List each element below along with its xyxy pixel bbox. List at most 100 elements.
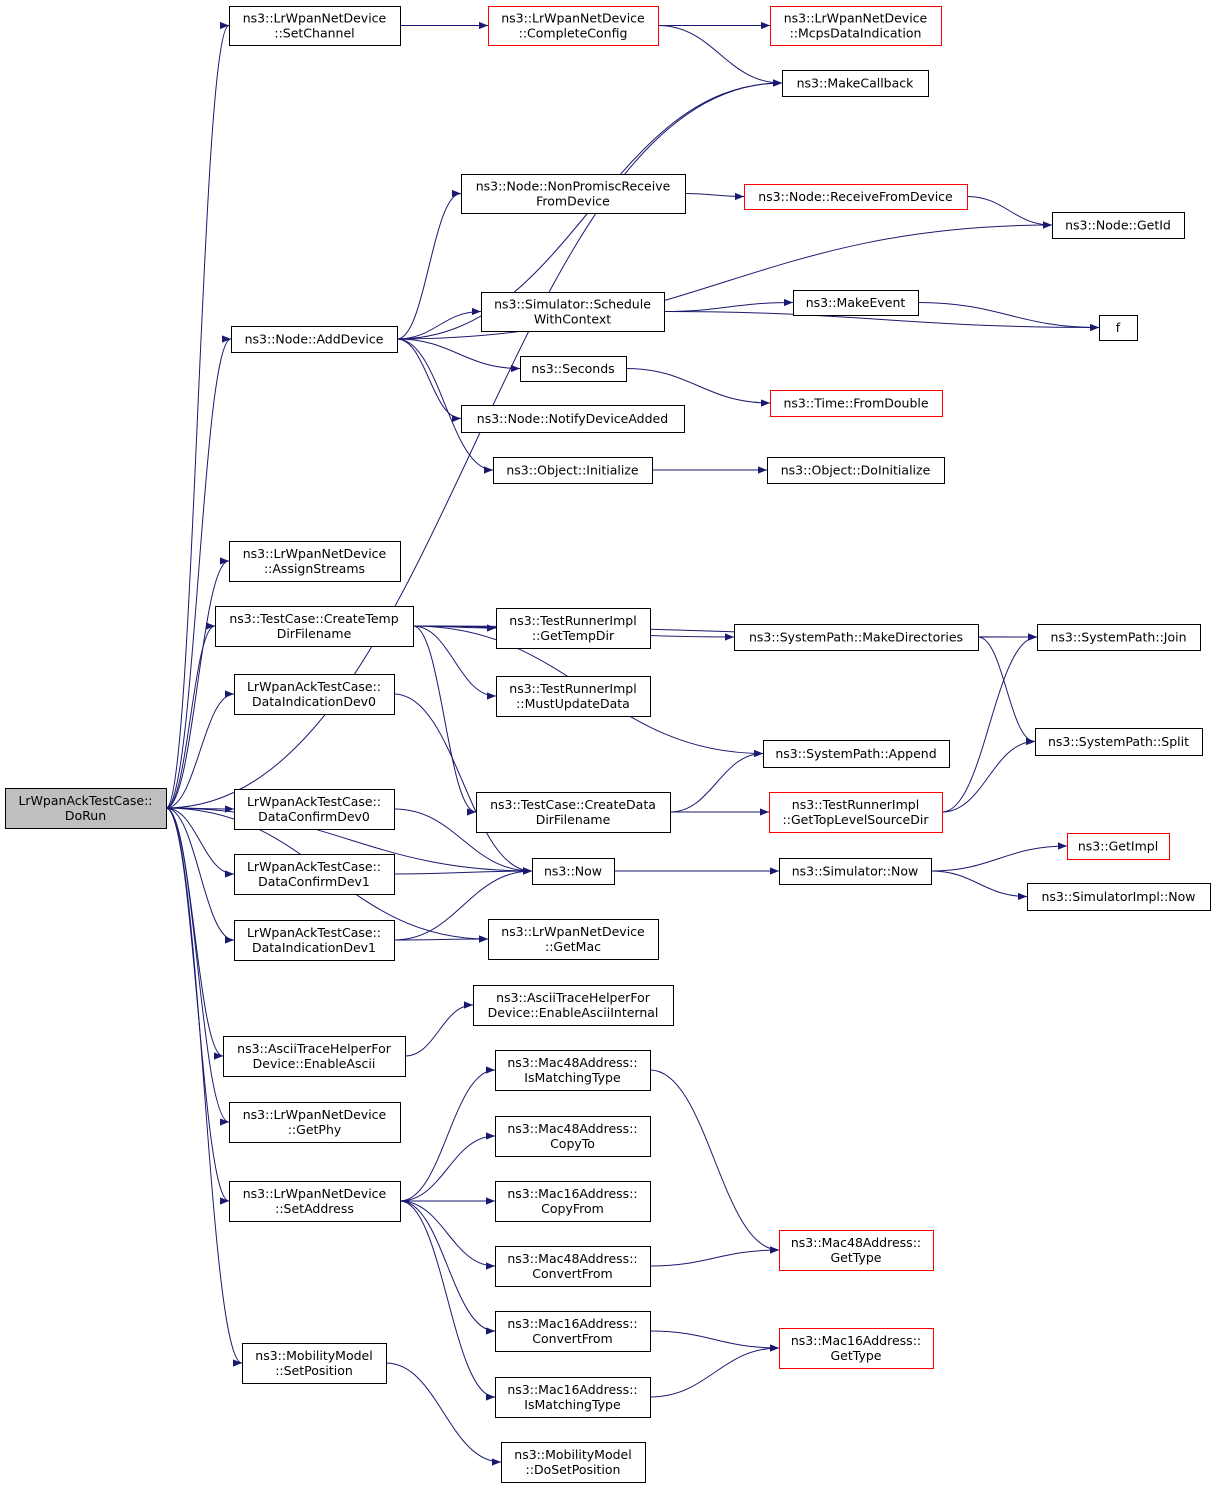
node-dataind0[interactable]: LrWpanAckTestCase::DataIndicationDev0 [234, 674, 395, 715]
node-dorun[interactable]: LrWpanAckTestCase::DoRun [5, 788, 167, 829]
node-receivefromdevice[interactable]: ns3::Node::ReceiveFromDevice [744, 184, 968, 210]
node-m48ismatch[interactable]: ns3::Mac48Address::IsMatchingType [495, 1050, 651, 1091]
edge-arrow [684, 192, 745, 201]
node-getid[interactable]: ns3::Node::GetId [1052, 212, 1185, 239]
node-mustupdate[interactable]: ns3::TestRunnerImpl::MustUpdateData [496, 676, 651, 717]
node-label-line: ns3::Time::FromDouble [783, 396, 928, 411]
node-m16copyfrom[interactable]: ns3::Mac16Address::CopyFrom [495, 1181, 651, 1222]
node-m48copyto[interactable]: ns3::Mac48Address::CopyTo [495, 1116, 651, 1157]
edge-dorun-to-dataind1 [165, 807, 235, 944]
node-box [234, 920, 395, 961]
edge-schedulewc-to-f [663, 311, 1100, 332]
edge-dataconf0-to-now [393, 808, 533, 875]
edge-seconds-to-fromdouble [625, 368, 771, 407]
node-box [493, 457, 653, 484]
node-gettoplevel[interactable]: ns3::TestRunnerImpl::GetTopLevelSourceDi… [769, 792, 943, 833]
node-mcps[interactable]: ns3::LrWpanNetDevice::McpsDataIndication [770, 6, 942, 46]
node-label-line: Device::EnableAsciiInternal [488, 1005, 659, 1020]
node-label-line: DoRun [65, 808, 106, 823]
node-label-line: ns3::Node::NonPromiscReceive [476, 179, 671, 194]
node-label-line: ns3::Seconds [531, 361, 614, 376]
node-box [223, 1036, 406, 1077]
node-label-line: ns3::SystemPath::Join [1050, 630, 1186, 645]
node-dataconf0[interactable]: LrWpanAckTestCase::DataConfirmDev0 [234, 789, 395, 830]
node-label-line: ns3::TestRunnerImpl [509, 681, 636, 696]
edge-setaddress-to-m48convert [399, 1200, 496, 1270]
node-completeconfig[interactable]: ns3::LrWpanNetDevice::CompleteConfig [488, 6, 659, 46]
edge-arrow [393, 867, 533, 875]
node-label-line: Device::EnableAscii [253, 1056, 376, 1071]
node-label-line: ns3::SystemPath::Append [775, 746, 936, 761]
node-f[interactable]: f [1099, 315, 1138, 341]
node-objinit[interactable]: ns3::Object::Initialize [493, 457, 653, 484]
node-makeevent[interactable]: ns3::MakeEvent [793, 290, 919, 316]
node-split[interactable]: ns3::SystemPath::Split [1035, 728, 1203, 756]
node-assignstreams[interactable]: ns3::LrWpanNetDevice::AssignStreams [229, 541, 401, 582]
edge-arrow [396, 338, 494, 474]
node-dataconf1[interactable]: LrWpanAckTestCase::DataConfirmDev1 [234, 854, 395, 895]
node-dataind1[interactable]: LrWpanAckTestCase::DataIndicationDev1 [234, 920, 395, 961]
node-join[interactable]: ns3::SystemPath::Join [1037, 624, 1201, 651]
node-label-line: ns3::TestRunnerImpl [792, 797, 919, 812]
edge-setaddress-to-m16convert [399, 1200, 496, 1335]
node-box [229, 541, 401, 582]
node-enableascii[interactable]: ns3::AsciiTraceHelperForDevice::EnableAs… [223, 1036, 406, 1077]
node-getphy[interactable]: ns3::LrWpanNetDevice::GetPhy [229, 1102, 401, 1143]
node-gettempdir[interactable]: ns3::TestRunnerImpl::GetTempDir [496, 608, 651, 649]
node-dosetposition[interactable]: ns3::MobilityModel::DoSetPosition [501, 1442, 646, 1483]
node-box [231, 326, 398, 353]
node-now[interactable]: ns3::Now [532, 858, 615, 885]
edge-dorun-to-setchannel [165, 22, 230, 809]
edge-arrow [385, 1362, 502, 1466]
node-box [532, 858, 615, 885]
node-adddevice[interactable]: ns3::Node::AddDevice [231, 326, 398, 353]
node-doinit[interactable]: ns3::Object::DoInitialize [767, 457, 945, 484]
node-label-line: ns3::MakeCallback [797, 76, 915, 91]
node-append[interactable]: ns3::SystemPath::Append [763, 740, 950, 768]
edge-arrow [393, 693, 533, 875]
node-label-line: ns3::TestCase::CreateData [490, 797, 656, 812]
node-label-line: ConvertFrom [532, 1266, 612, 1281]
node-setchannel[interactable]: ns3::LrWpanNetDevice::SetChannel [229, 6, 401, 46]
node-label-line: ns3::Node::ReceiveFromDevice [758, 189, 953, 204]
node-label-line: ns3::LrWpanNetDevice [784, 11, 928, 26]
node-notifydevadded[interactable]: ns3::Node::NotifyDeviceAdded [461, 405, 685, 433]
node-label-line: CopyTo [550, 1136, 595, 1151]
node-label-line: ::GetMac [545, 939, 601, 954]
node-getmac[interactable]: ns3::LrWpanNetDevice::GetMac [488, 919, 659, 960]
node-setposition[interactable]: ns3::MobilityModel::SetPosition [242, 1343, 387, 1384]
node-makedirs[interactable]: ns3::SystemPath::MakeDirectories [734, 624, 979, 651]
edge-setaddress-to-m48ismatch [399, 1066, 496, 1202]
edge-m16ismatch-to-m16gettype [649, 1344, 780, 1398]
node-enableasciiint[interactable]: ns3::AsciiTraceHelperForDevice::EnableAs… [473, 985, 674, 1026]
node-m16ismatch[interactable]: ns3::Mac16Address::IsMatchingType [495, 1377, 651, 1418]
node-box [495, 1311, 651, 1352]
node-fromdouble[interactable]: ns3::Time::FromDouble [770, 390, 943, 417]
edge-arrow [625, 368, 771, 407]
edge-dataind0-to-now [393, 693, 533, 875]
node-box [495, 1181, 651, 1222]
node-label-line: DataIndicationDev0 [252, 694, 376, 709]
node-label-line: ns3::LrWpanNetDevice [501, 924, 645, 939]
node-simnow[interactable]: ns3::Simulator::Now [779, 858, 932, 885]
node-makecallback[interactable]: ns3::MakeCallback [782, 70, 929, 97]
node-setaddress[interactable]: ns3::LrWpanNetDevice::SetAddress [229, 1181, 401, 1222]
edge-arrow [412, 625, 477, 816]
node-m16gettype[interactable]: ns3::Mac16Address::GetType [779, 1328, 934, 1369]
node-label-line: ns3::Mac48Address:: [507, 1121, 637, 1136]
node-label-line: ns3::AsciiTraceHelperFor [237, 1041, 392, 1056]
edge-arrow [396, 189, 462, 340]
node-box [495, 1377, 651, 1418]
node-seconds[interactable]: ns3::Seconds [520, 356, 627, 382]
node-m48gettype[interactable]: ns3::Mac48Address::GetType [779, 1230, 934, 1271]
node-getimpl[interactable]: ns3::GetImpl [1067, 833, 1170, 860]
node-m48convert[interactable]: ns3::Mac48Address::ConvertFrom [495, 1246, 651, 1287]
node-m16convert[interactable]: ns3::Mac16Address::ConvertFrom [495, 1311, 651, 1352]
edge-arrow [165, 557, 230, 809]
node-simimplnow[interactable]: ns3::SimulatorImpl::Now [1027, 883, 1211, 911]
